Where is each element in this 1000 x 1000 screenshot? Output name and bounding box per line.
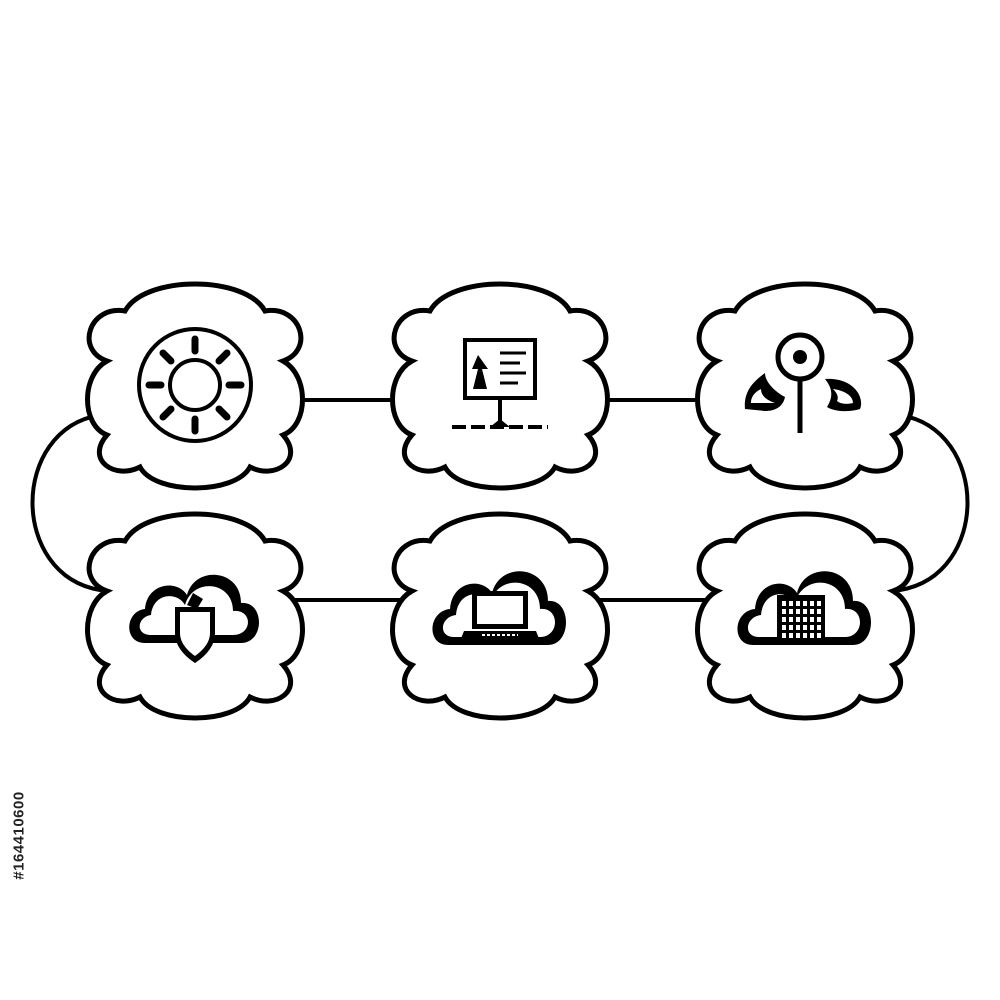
presentation-board-icon	[452, 338, 548, 429]
building-window	[810, 625, 814, 630]
building-window	[796, 609, 800, 614]
connector-right-arc	[898, 413, 970, 592]
building-window	[782, 633, 786, 638]
node-cloud-laptop	[393, 514, 608, 718]
building-window	[789, 625, 793, 630]
building-window	[810, 617, 814, 622]
building-window	[803, 633, 807, 638]
cloud-laptop-icon	[432, 571, 566, 645]
building-window	[817, 633, 821, 638]
building-window	[796, 633, 800, 638]
building-window	[789, 633, 793, 638]
stock-id-text: #164410600	[10, 790, 28, 880]
building-window	[803, 609, 807, 614]
building-window	[810, 633, 814, 638]
node-presentation	[393, 284, 608, 488]
cloud-building-icon	[737, 571, 871, 645]
node-cloud-shield	[88, 514, 303, 718]
building-window	[817, 625, 821, 630]
node-cloud-building	[698, 514, 913, 718]
building-window	[789, 617, 793, 622]
node-sun	[88, 284, 303, 488]
building-window	[810, 601, 814, 606]
building-window	[782, 625, 786, 630]
connector-left-arc	[30, 413, 102, 592]
sun-icon	[137, 327, 253, 443]
building-window	[817, 609, 821, 614]
cloud-shield-icon	[129, 574, 259, 663]
building-window	[817, 617, 821, 622]
building-window	[803, 625, 807, 630]
building-window	[803, 617, 807, 622]
building-window	[789, 601, 793, 606]
location-pin-icon	[744, 332, 862, 433]
building-window	[796, 625, 800, 630]
connector-lines	[30, 398, 970, 602]
building-window	[817, 601, 821, 606]
building-window	[796, 601, 800, 606]
building-window	[782, 609, 786, 614]
building-window	[782, 601, 786, 606]
building-window	[796, 617, 800, 622]
stock-id-watermark: #164410600	[6, 760, 32, 910]
building-window	[810, 609, 814, 614]
building-window	[789, 609, 793, 614]
building-window	[782, 617, 786, 622]
building-window	[803, 601, 807, 606]
node-location	[698, 284, 913, 488]
